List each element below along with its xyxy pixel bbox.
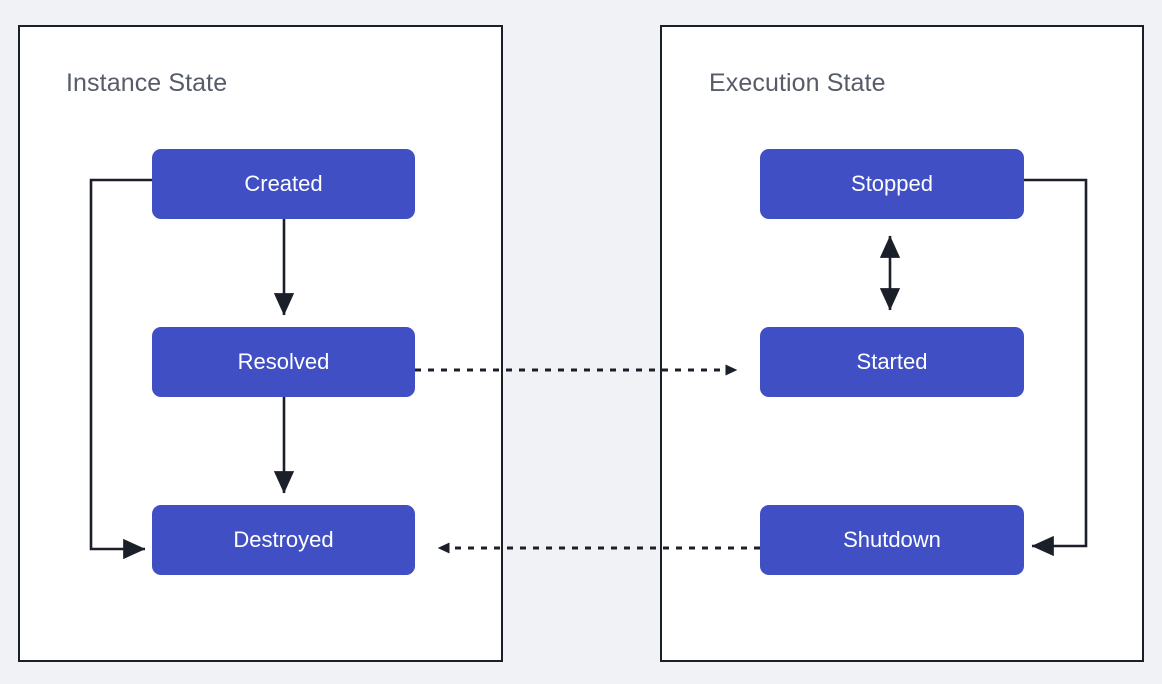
state-resolved-box[interactable] xyxy=(152,327,415,397)
connectors-instance-state xyxy=(89,178,295,560)
state-destroyed-box[interactable] xyxy=(152,505,415,575)
state-resolved[interactable]: Resolved xyxy=(152,327,415,397)
state-started[interactable]: Started xyxy=(760,327,1024,397)
state-started-label: Started xyxy=(857,349,928,374)
panel-execution-state-title: Execution State xyxy=(709,69,886,97)
state-destroyed[interactable]: Destroyed xyxy=(152,505,415,575)
state-created-box[interactable] xyxy=(152,149,415,219)
connector-stopped-to-shutdown xyxy=(1024,178,1088,557)
state-stopped-box[interactable] xyxy=(760,149,1024,219)
state-destroyed-label: Destroyed xyxy=(233,527,333,552)
state-resolved-label: Resolved xyxy=(238,349,330,374)
connector-created-to-destroyed xyxy=(89,178,152,560)
state-created[interactable]: Created xyxy=(152,149,415,219)
connectors-cross-panel xyxy=(415,364,760,554)
state-shutdown-label: Shutdown xyxy=(843,527,941,552)
state-stopped[interactable]: Stopped xyxy=(760,149,1024,219)
connectors-execution-state xyxy=(879,178,1088,557)
state-stopped-label: Stopped xyxy=(851,171,933,196)
state-started-box[interactable] xyxy=(760,327,1024,397)
panel-instance-state-title: Instance State xyxy=(66,69,227,97)
state-created-label: Created xyxy=(244,171,322,196)
state-shutdown[interactable]: Shutdown xyxy=(760,505,1024,575)
state-shutdown-box[interactable] xyxy=(760,505,1024,575)
